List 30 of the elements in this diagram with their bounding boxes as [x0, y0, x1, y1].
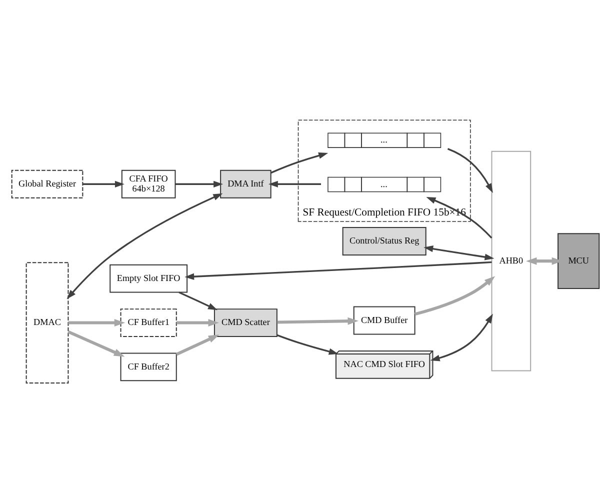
node-box: CF Buffer1	[120, 308, 177, 337]
arrow	[68, 330, 125, 357]
arrow	[276, 334, 338, 355]
node-box: Global Register	[11, 170, 84, 198]
node-box: DMAC	[26, 262, 69, 384]
arrow	[175, 180, 224, 188]
node-box: CMD Buffer	[353, 306, 416, 335]
arrow	[430, 314, 493, 362]
node-box: MCU	[558, 233, 600, 289]
arrow	[424, 246, 494, 260]
arrow	[184, 261, 492, 280]
node-box: DMA Intf	[220, 170, 272, 198]
arrow	[270, 152, 328, 174]
arrow	[447, 148, 493, 193]
arrow	[176, 319, 219, 327]
node-box: Control/Status Reg	[342, 227, 426, 256]
arrow	[66, 193, 223, 300]
arrow	[426, 196, 492, 239]
arrow	[268, 180, 322, 188]
node-box: CMD Scatter	[214, 308, 278, 337]
arrow	[414, 276, 496, 316]
arrow	[277, 317, 358, 325]
arrow	[68, 319, 126, 327]
node-box: CF Buffer2	[120, 352, 177, 382]
node-box: CFA FIFO 64b×128	[121, 170, 176, 198]
arrow	[176, 334, 220, 356]
node-box: Empty Slot FIFO	[110, 264, 188, 293]
arrow	[82, 180, 124, 188]
arrow	[178, 292, 218, 310]
node-box: AHB0	[491, 150, 532, 372]
